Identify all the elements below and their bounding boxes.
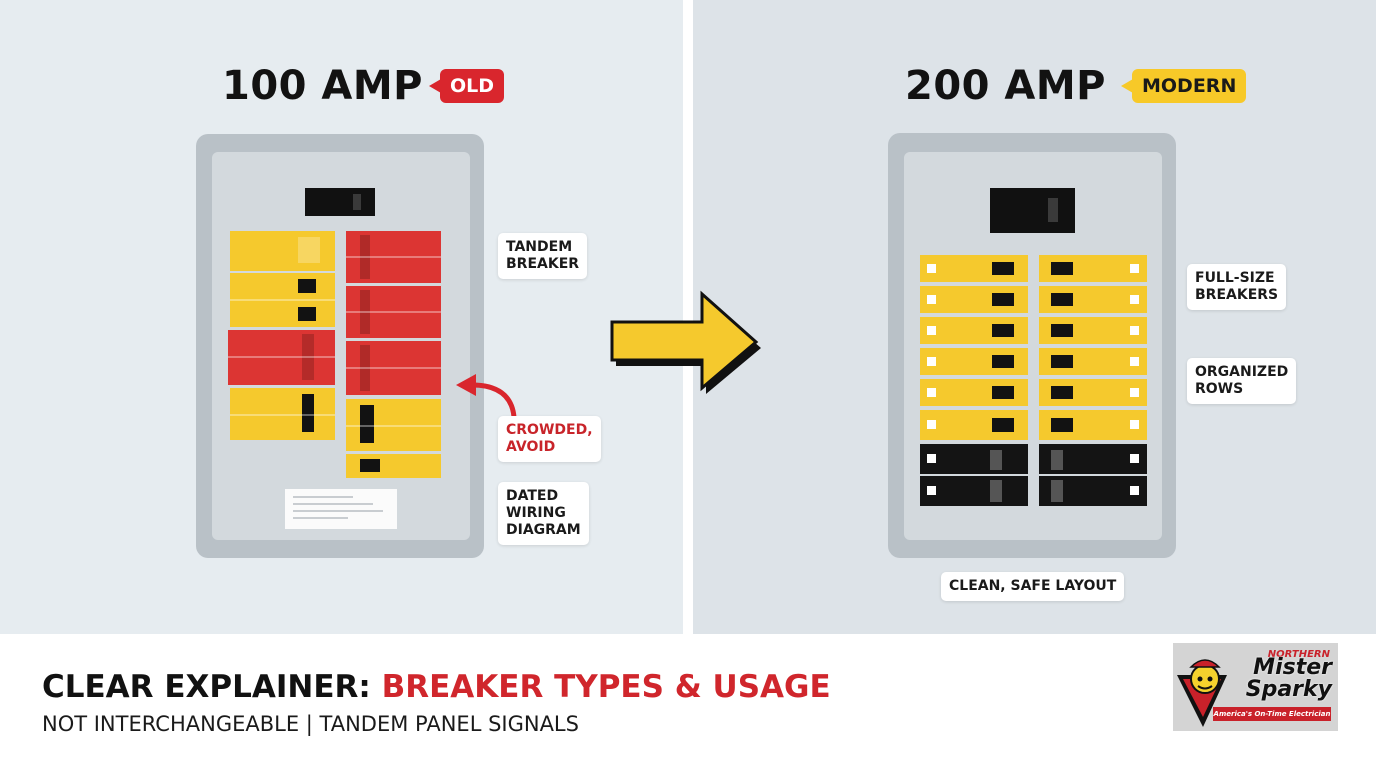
full-size-breaker [1039, 348, 1147, 375]
old-breaker-yellow [230, 273, 335, 327]
old-breaker-yellow [230, 388, 335, 440]
old-main-switch [305, 188, 375, 216]
dated-wiring-callout: DATED WIRING DIAGRAM [498, 482, 589, 545]
old-breaker-yellow [346, 454, 441, 478]
wiring-diagram-sheet [285, 489, 397, 529]
footer-band [0, 634, 1376, 768]
organized-rows-callout: ORGANIZED ROWS [1187, 358, 1297, 404]
full-size-breaker [920, 379, 1028, 406]
full-size-breaker-black [920, 476, 1028, 506]
full-size-breaker [920, 255, 1028, 282]
full-size-breaker [1039, 317, 1147, 344]
old-tandem-breaker-red [346, 341, 441, 395]
full-size-breaker [920, 286, 1028, 313]
full-size-breaker-black [1039, 444, 1147, 474]
old-breaker-yellow [230, 231, 335, 271]
footer-subtitle: NOT INTERCHANGEABLE | TANDEM PANEL SIGNA… [42, 712, 579, 736]
old-panel-heading: 100 AMP [222, 63, 423, 109]
modern-badge: MODERN [1120, 69, 1247, 103]
modern-panel-heading: 200 AMP [905, 63, 1106, 109]
full-size-breaker [1039, 255, 1147, 282]
full-size-breaker [1039, 286, 1147, 313]
mascot-icon [1177, 659, 1227, 727]
old-tandem-breaker-red [228, 330, 335, 385]
crowded-avoid-callout: CROWDED, AVOID [498, 416, 601, 462]
right-arrow-icon [610, 290, 761, 394]
full-size-breaker [920, 317, 1028, 344]
full-size-breaker [1039, 379, 1147, 406]
modern-main-switch [990, 188, 1075, 233]
mister-sparky-logo: NORTHERN Mister Sparky America's On-Time… [1173, 643, 1338, 731]
tandem-breaker-callout: TANDEM BREAKER [498, 233, 588, 279]
footer-title: CLEAR EXPLAINER: BREAKER TYPES & USAGE [42, 669, 831, 705]
old-badge: OLD [428, 69, 505, 103]
full-size-breaker [920, 348, 1028, 375]
old-tandem-breaker-red [346, 231, 441, 283]
full-size-breaker-black [1039, 476, 1147, 506]
clean-safe-layout-callout: CLEAN, SAFE LAYOUT [941, 572, 1125, 601]
full-size-breaker-black [920, 444, 1028, 474]
full-size-breaker [1039, 410, 1147, 440]
section-divider [683, 0, 693, 634]
curved-arrow-icon [456, 374, 517, 420]
old-tandem-breaker-red [346, 286, 441, 338]
full-size-breakers-callout: FULL-SIZE BREAKERS [1187, 264, 1287, 310]
full-size-breaker [920, 410, 1028, 440]
old-breaker-yellow [346, 399, 441, 451]
